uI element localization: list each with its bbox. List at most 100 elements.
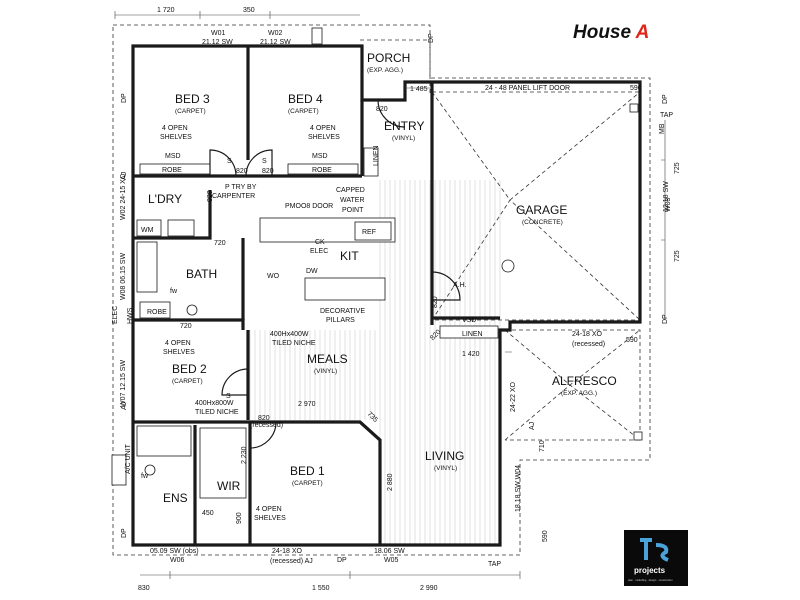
logo-background xyxy=(624,530,688,586)
room-alfresco: ALFRESCO xyxy=(552,374,617,388)
dp-right-top: DP xyxy=(662,94,669,104)
dim-820-entry: 820 xyxy=(376,106,388,113)
bed4-shelves-line2: SHELVES xyxy=(308,134,340,141)
dp-left-top: DP xyxy=(121,93,128,103)
window-w01-id: W01 xyxy=(211,30,226,37)
window-w07: W07 12.15 SW xyxy=(120,360,127,407)
room-entry: ENTRY xyxy=(384,119,424,133)
decorative-pillars-2: PILLARS xyxy=(326,317,355,324)
room-garage-finish: (CONCRETE) xyxy=(522,219,563,226)
bed2-shelves-1: 4 OPEN xyxy=(165,340,191,347)
room-garage: GARAGE xyxy=(516,203,567,217)
ah-point xyxy=(501,259,515,273)
dp-porch: DP xyxy=(428,33,435,43)
room-bed4-finish: (CARPET) xyxy=(288,108,319,115)
window-w06-id: W06 xyxy=(170,557,185,564)
ac-unit xyxy=(111,454,127,486)
bed3-shelves-line2: SHELVES xyxy=(160,134,192,141)
post-alfresco xyxy=(633,431,643,441)
entry-linen: LINEN xyxy=(373,145,380,166)
aj-left-bottom: AJ xyxy=(121,402,128,410)
window-w02-id: W02 xyxy=(268,30,283,37)
smoke-detector-1: S xyxy=(227,158,232,165)
wir-shelves-2: SHELVES xyxy=(254,515,286,522)
porch-roof-lines xyxy=(360,39,431,95)
room-laundry: L'DRY xyxy=(148,192,182,206)
tap-right: TAP xyxy=(660,112,673,119)
niche-ens-1: 400Hx800W xyxy=(195,400,234,407)
room-bed1-finish: (CARPET) xyxy=(292,480,323,487)
plan-title: House A xyxy=(573,22,649,43)
dim-2990: 2 990 xyxy=(420,585,438,592)
window-w05-size: 18.06 SW xyxy=(374,548,405,555)
door-bed4 xyxy=(245,149,273,177)
window-w02-size: 21.12 SW xyxy=(260,39,291,46)
floor-waste-bath: fw xyxy=(170,288,178,295)
bed3-robe: ROBE xyxy=(162,167,182,174)
pantry-note-2: CARPENTER xyxy=(212,193,255,200)
bed4-shelves-line1: 4 OPEN xyxy=(310,125,336,132)
aj-alfresco: AJ xyxy=(529,422,536,430)
ac-unit-label: A/C UNIT xyxy=(125,443,132,474)
room-bed3-finish: (CARPET) xyxy=(175,108,206,115)
toilet-bath xyxy=(186,304,198,316)
room-bed3: BED 3 xyxy=(175,92,210,106)
bed2-robe: ROBE xyxy=(147,309,167,316)
dim-725-top: 725 xyxy=(674,162,681,174)
dp-bottom: DP xyxy=(337,557,347,564)
bed3-shelves-line1: 4 OPEN xyxy=(162,125,188,132)
bed4-robe: ROBE xyxy=(312,167,332,174)
garage-door: 24 - 48 PANEL LIFT DOOR xyxy=(485,85,570,92)
door-bed2 xyxy=(221,368,249,396)
dim-590-mid: 590 xyxy=(626,337,638,344)
dim-820-bed3: 820 xyxy=(236,168,248,175)
room-kitchen: KIT xyxy=(340,249,359,263)
niche-bath-1: 400Hx400W xyxy=(270,331,309,338)
dim-830: 830 xyxy=(138,585,150,592)
dim-900: 900 xyxy=(236,512,243,524)
access-hatch: A.H. xyxy=(453,282,467,289)
bath-tub xyxy=(136,241,158,293)
dim-820-garage: 820 xyxy=(432,296,439,308)
company-logo: projects plan · modelling · design · con… xyxy=(624,530,688,586)
tap-marker xyxy=(311,27,323,45)
dim-820-ldry: 820 xyxy=(207,190,214,202)
room-bed2: BED 2 xyxy=(172,362,207,376)
niche-ens-2: TILED NICHE xyxy=(195,409,239,416)
elec-meter: ELEC xyxy=(112,306,119,324)
wir-area xyxy=(199,427,247,499)
laundry-tub xyxy=(167,219,195,237)
dim-2880: 2 880 xyxy=(387,473,394,491)
vsd-label: VSD xyxy=(462,317,476,324)
window-alfresco-side: 24-22 XO xyxy=(510,381,517,412)
pantry-note-1: P TRY BY xyxy=(225,184,257,191)
room-alfresco-finish: (EXP. AGG.) xyxy=(561,390,597,397)
aj-left-top: AJ xyxy=(121,172,128,180)
dim-735: 735 xyxy=(366,411,379,424)
cooktop: CK xyxy=(315,239,325,246)
capped-water-3: POINT xyxy=(342,207,364,214)
bed1-walls xyxy=(248,420,382,545)
dp-right-mid: DP xyxy=(662,314,669,324)
logo-text: projects xyxy=(634,566,666,575)
dim-590-bottom: 590 xyxy=(542,530,549,542)
dishwasher: DW xyxy=(306,268,318,275)
room-living: LIVING xyxy=(425,449,464,463)
bed2-shelves-2: SHELVES xyxy=(163,349,195,356)
tap-bottom: TAP xyxy=(488,561,501,568)
dim-top-350: 350 xyxy=(243,7,255,14)
window-w03-size: 12.18 SW xyxy=(663,181,670,212)
post-garage xyxy=(629,103,639,113)
bed3-msd: MSD xyxy=(165,153,181,160)
room-bath: BATH xyxy=(186,267,217,281)
logo-tagline: plan · modelling · design · construction xyxy=(628,578,673,582)
room-porch: PORCH xyxy=(367,51,410,65)
floor-waste-ens: fw xyxy=(141,473,149,480)
dim-450: 450 xyxy=(202,510,214,517)
linen-entry xyxy=(363,147,379,177)
room-meals: MEALS xyxy=(307,352,348,366)
dim-1485: 1 485 xyxy=(410,86,428,93)
dim-820-bed1: 820 xyxy=(258,415,270,422)
window-w03-id: W03 xyxy=(665,198,672,213)
